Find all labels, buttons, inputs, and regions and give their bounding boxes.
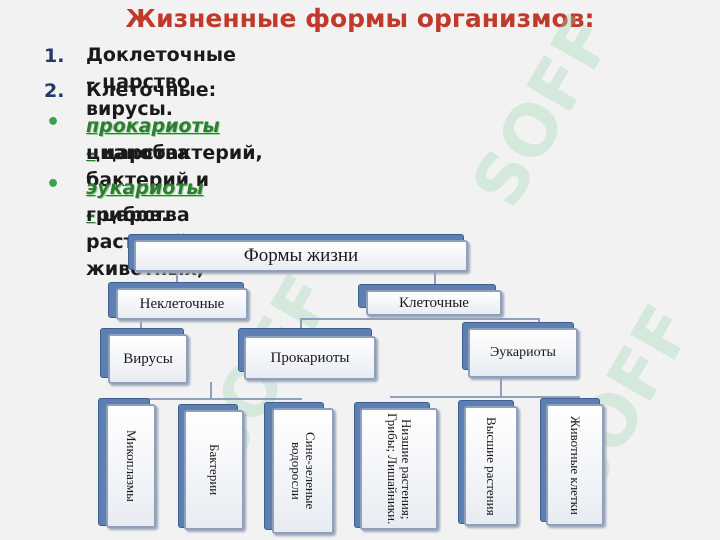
prokaryotes-box: Прокариоты xyxy=(244,336,376,380)
leaf-label: Низшие растения; Грибы; Лишайники. xyxy=(385,413,414,525)
list-marker: 1. xyxy=(44,45,65,67)
term-eukaryotes: эукариоты – xyxy=(86,177,204,226)
leaf-mycoplasmas: Микоплазмы xyxy=(106,404,156,528)
connector-line xyxy=(390,396,580,398)
leaf-label: Бактерии xyxy=(207,444,222,496)
viruses-label: Вирусы xyxy=(123,350,173,367)
cellular-label: Клеточные xyxy=(399,294,469,311)
list-item: Клеточные: xyxy=(86,79,217,101)
bullet-icon: • xyxy=(46,172,61,197)
root-label: Формы жизни xyxy=(243,245,359,266)
non-cellular-label: Неклеточные xyxy=(139,295,225,312)
list-item: Доклеточные – царство вирусы. xyxy=(86,44,236,120)
leaf-higher-plants: Высшие растения xyxy=(464,406,518,526)
leaf-label: Животные клетки xyxy=(568,415,583,515)
eukaryotes-box: Эукариоты xyxy=(468,328,578,378)
leaf-lower-plants: Низшие растения; Грибы; Лишайники. xyxy=(360,408,438,530)
watermark: SOFF xyxy=(455,1,630,221)
bullet-icon: • xyxy=(46,110,61,135)
viruses-box: Вирусы xyxy=(108,334,188,384)
connector-line xyxy=(300,318,540,320)
leaf-label: Микоплазмы xyxy=(124,430,139,502)
root-box: Формы жизни xyxy=(134,240,468,272)
term-prokaryotes: прокариоты – xyxy=(86,115,220,164)
list-item-text: царства бактерий и xyxy=(86,142,210,191)
connector-line xyxy=(176,270,178,284)
eukaryotes-label: Эукариоты xyxy=(490,345,556,360)
connector-line xyxy=(500,378,502,396)
connector-line xyxy=(434,270,436,284)
list-item-continuation: грибов. xyxy=(86,204,169,226)
connector-line xyxy=(210,382,212,398)
list-item-continuation: цианобактерий, xyxy=(86,142,263,164)
leaf-animal-cells: Животные клетки xyxy=(546,404,604,526)
list-marker: 2. xyxy=(44,80,65,102)
leaf-bacteria: Бактерии xyxy=(184,410,244,530)
non-cellular-box: Неклеточные xyxy=(116,288,248,320)
leaf-label: Высшие растения xyxy=(484,416,499,516)
leaf-blue-green-algae: Сине-зеленые водоросли xyxy=(272,408,334,534)
slide-title: Жизненные формы организмов: xyxy=(125,4,595,33)
connector-line xyxy=(126,398,302,400)
prokaryotes-label: Прокариоты xyxy=(270,349,350,366)
connector-line xyxy=(300,318,302,332)
cellular-box: Клеточные xyxy=(366,290,502,316)
leaf-label: Сине-зеленые водоросли xyxy=(289,432,318,510)
list-item: прокариоты – царства бактерий и xyxy=(86,113,220,194)
